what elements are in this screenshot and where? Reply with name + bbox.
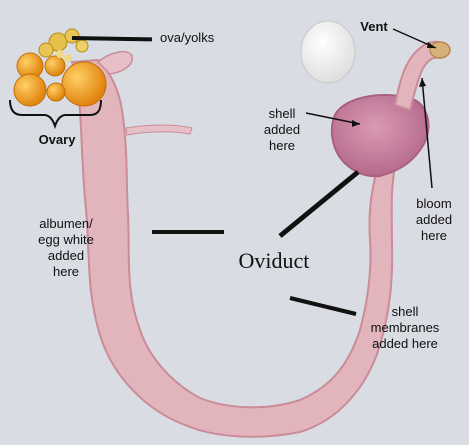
oviduct-pointer-bar xyxy=(278,170,360,238)
ovary-cluster xyxy=(13,28,107,107)
shell-gland xyxy=(330,94,430,178)
shell-arrow-head xyxy=(352,120,360,127)
oviduct-tube xyxy=(70,58,398,438)
egg xyxy=(300,20,356,84)
shell-label: shell added here xyxy=(263,106,301,153)
membranes-pointer-bar xyxy=(289,296,357,316)
infundibulum xyxy=(96,50,133,75)
ovary-brace xyxy=(9,99,102,130)
vent-opening xyxy=(429,41,451,59)
shell-arrow xyxy=(305,112,361,125)
bloom-arrow-head xyxy=(419,78,426,87)
albumen-pointer-bar xyxy=(152,230,224,234)
shell-membranes-label: shell membranes added here xyxy=(370,304,440,351)
albumen-label: albumen/ egg white added here xyxy=(38,216,94,279)
bloom-label: bloom added here xyxy=(415,196,453,243)
ovary-label: Ovary xyxy=(38,132,76,147)
ova-yolks-label: ova/yolks xyxy=(160,30,215,45)
vent-label: Vent xyxy=(360,19,388,34)
oviduct-fold xyxy=(125,124,193,136)
bloom-arrow xyxy=(421,77,433,189)
ova-pointer-bar xyxy=(71,36,152,42)
vent-arrow-head xyxy=(427,42,436,48)
oviduct-label: Oviduct xyxy=(238,248,310,273)
